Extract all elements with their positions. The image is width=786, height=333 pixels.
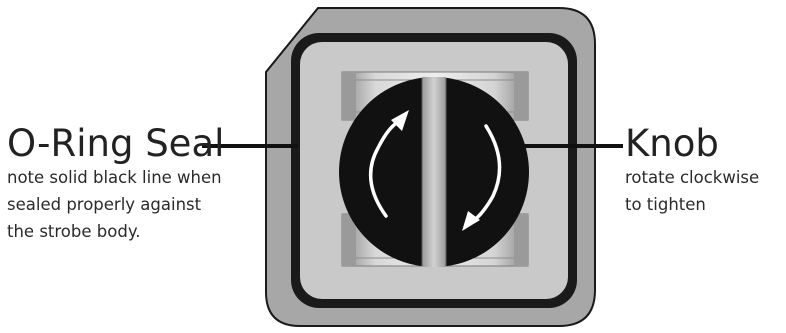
knob-title: Knob [625, 122, 719, 165]
oring-seal-note-line-3: the strobe body. [7, 222, 141, 241]
knob [339, 77, 529, 267]
oring-seal-note-line-2: sealed properly against [7, 195, 202, 214]
oring-seal-note-line-1: note solid black line when [7, 168, 222, 187]
clockwise-down-arrow-icon [462, 124, 502, 231]
knob-slot [422, 77, 446, 267]
knob-note-line-2: to tighten [625, 195, 706, 214]
counterclockwise-up-arrow-icon [368, 110, 409, 218]
oring-seal-callout: O-Ring Seal note solid black line when s… [7, 124, 224, 245]
oring-seal-title: O-Ring Seal [7, 122, 225, 165]
knob-callout: Knob rotate clockwise to tighten [625, 124, 759, 218]
knob-note-line-1: rotate clockwise [625, 168, 760, 187]
